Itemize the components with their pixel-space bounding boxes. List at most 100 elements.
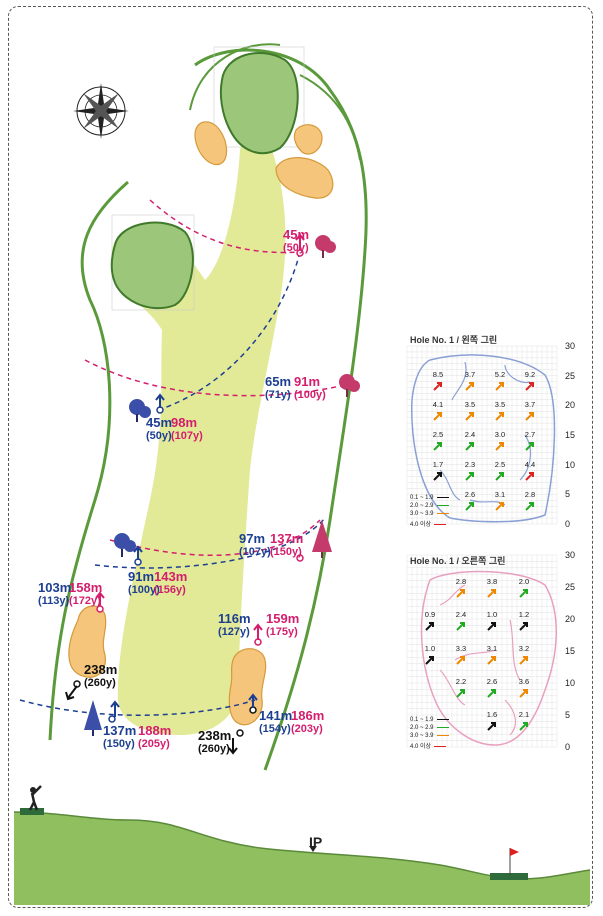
slope-arrow [433, 382, 442, 391]
bunker [275, 157, 334, 199]
slope-value: 2.4 [464, 430, 476, 439]
slope-arrow [519, 589, 528, 598]
slope-value: 1.6 [486, 710, 498, 719]
slope-value: 1.7 [432, 460, 444, 469]
distance-left-158: 158m (172y) [69, 580, 103, 607]
slope-arrow [519, 689, 528, 698]
distance-top-45: 45m (50y) [283, 227, 310, 254]
tree-icon [339, 374, 360, 397]
y-tick-label: 15 [565, 430, 576, 440]
slope-arrow [487, 622, 496, 631]
distance-left-238: 238m (260y) [84, 662, 118, 689]
rough-boundary-left [48, 180, 129, 741]
slope-arrow [487, 589, 496, 598]
slope-value: 2.2 [455, 677, 467, 686]
y-tick-label: 0 [565, 742, 571, 752]
bunker [194, 121, 228, 166]
slope-value: 3.0 [494, 430, 506, 439]
slope-arrow [456, 656, 465, 665]
distance-right-137: 137m (150y) [270, 531, 304, 558]
green-lower [110, 221, 194, 310]
slope-arrow [525, 472, 534, 481]
slope-value: 3.5 [464, 400, 476, 409]
page-frame [8, 6, 593, 908]
distance-left-103: 103m (113y) [38, 580, 72, 607]
slope-arrow [465, 472, 474, 481]
distance-right-91: 91m (100y) [294, 374, 326, 401]
slope-legend-item: 2.0 ~ 2.9 [410, 725, 449, 731]
compass-rose-icon [73, 83, 129, 139]
slope-arrow [425, 622, 434, 631]
rough-boundary-right [194, 48, 368, 771]
slope-legend-item: 4.0 이상 [410, 741, 447, 750]
slope-legend-item: 2.0 ~ 2.9 [410, 503, 449, 509]
slope-arrow [519, 622, 528, 631]
distance-bottom-137: 137m (150y) [103, 723, 137, 750]
slope-arrow [495, 442, 504, 451]
slope-value: 3.8 [486, 577, 498, 586]
slope-legend-item: 3.0 ~ 3.9 [410, 511, 449, 517]
elevation-profile [14, 812, 590, 905]
distance-left-98: 98m (107y) [171, 415, 203, 442]
y-tick-label: 20 [565, 400, 576, 411]
slope-value: 3.7 [464, 370, 476, 379]
slope-value: 0.9 [424, 610, 436, 619]
y-tick-label: 25 [565, 370, 576, 381]
slope-arrow [433, 472, 442, 481]
green-diagram-title: Hole No. 1 / 왼쪽 그린 [410, 335, 498, 345]
slope-value: 2.5 [494, 460, 506, 469]
distance-mid-91: 91m (100y) [128, 569, 160, 596]
slope-value: 2.0 [518, 577, 530, 586]
slope-arrow [495, 472, 504, 481]
slope-value: 2.7 [524, 430, 536, 439]
slope-value: 1.2 [518, 610, 530, 619]
slope-arrow [487, 689, 496, 698]
distance-bottom-238: 238m (260y) [198, 728, 232, 755]
y-tick-label: 0 [565, 519, 571, 529]
slope-arrow [495, 412, 504, 421]
slope-value: 1.0 [424, 644, 436, 653]
y-tick-label: 20 [565, 614, 576, 624]
slope-value: 2.1 [518, 710, 530, 719]
slope-arrow [465, 382, 474, 391]
slope-arrow [465, 442, 474, 451]
slope-arrow [525, 442, 534, 451]
slope-arrow [456, 622, 465, 631]
y-tick-label: 25 [565, 582, 576, 592]
slope-value: 5.2 [494, 370, 506, 379]
golfer-icon [28, 785, 42, 811]
slope-arrow [465, 502, 474, 511]
slope-legend-item: 4.0 이상 [410, 519, 447, 528]
slope-value: 2.3 [464, 460, 476, 469]
slope-arrow [519, 722, 528, 731]
distance-right-65: 65m (71y) [265, 374, 292, 401]
slope-arrow [525, 412, 534, 421]
slope-value: 3.5 [494, 400, 506, 409]
slope-value: 3.1 [494, 490, 506, 499]
slope-legend-item: 0.1 ~ 1.9 [410, 495, 449, 501]
slope-arrow [433, 412, 442, 421]
distance-right-97: 97m (107y) [239, 531, 271, 558]
slope-diagram-right-green [406, 554, 558, 748]
green-upper [219, 51, 299, 155]
bunker [293, 124, 323, 155]
slope-arrow [519, 656, 528, 665]
tree-icon [84, 700, 102, 736]
slope-arrow [425, 656, 434, 665]
slope-arrow [433, 442, 442, 451]
slope-value: 2.8 [455, 577, 467, 586]
slope-arrow [525, 382, 534, 391]
slope-arrow [487, 722, 496, 731]
green-diagram-title: Hole No. 1 / 오른쪽 그린 [410, 556, 506, 566]
slope-value: 3.2 [518, 644, 530, 653]
slope-value: 3.3 [455, 644, 467, 653]
slope-legend-item: 0.1 ~ 1.9 [410, 717, 449, 723]
slope-value: 2.8 [524, 490, 536, 499]
slope-value: 2.5 [432, 430, 444, 439]
slope-value: 4.1 [432, 400, 444, 409]
y-tick-label: 30 [565, 550, 576, 560]
slope-value: 8.5 [432, 370, 444, 379]
y-tick-label: 15 [565, 646, 576, 656]
slope-legend-item: 3.0 ~ 3.9 [410, 733, 449, 739]
slope-value: 1.0 [486, 610, 498, 619]
